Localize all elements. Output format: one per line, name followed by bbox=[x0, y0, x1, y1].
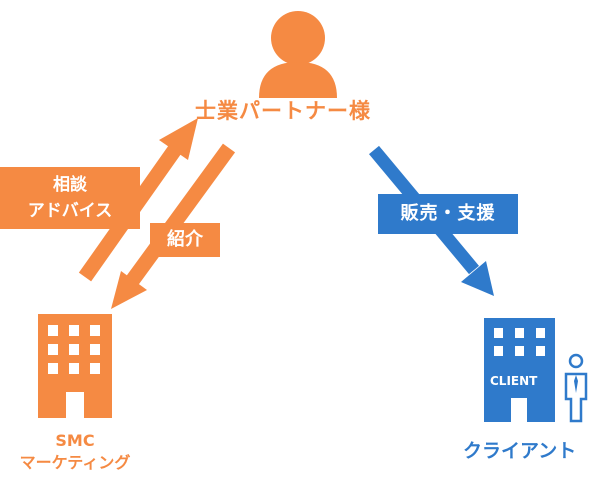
smc-label-line2: マーケティング bbox=[19, 453, 131, 472]
advice-label: アドバイス bbox=[27, 201, 113, 221]
client-label: クライアント bbox=[463, 440, 577, 462]
smc-label-line1: SMC bbox=[55, 431, 95, 450]
smc-label: SMC マーケティング bbox=[0, 430, 150, 474]
person-icon bbox=[259, 11, 337, 98]
partner-label: 士業パートナー様 bbox=[195, 99, 371, 123]
client-sign: CLIENT bbox=[490, 374, 538, 388]
consult-label: 相談 bbox=[53, 175, 87, 195]
referral-arrow bbox=[111, 143, 236, 309]
referral-box: 紹介 bbox=[150, 223, 220, 257]
consult-advice-box: 相談 アドバイス bbox=[0, 167, 140, 229]
office-building-with-person-icon bbox=[484, 318, 588, 423]
office-building-icon bbox=[38, 314, 112, 418]
sales-support-box: 販売・支援 bbox=[378, 194, 518, 234]
